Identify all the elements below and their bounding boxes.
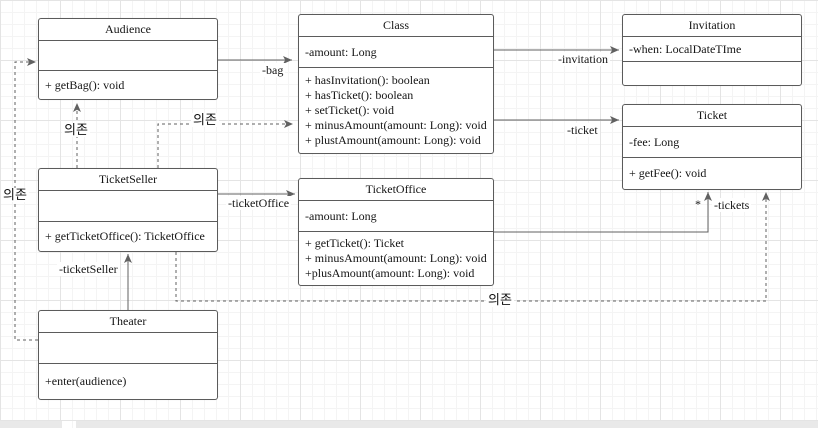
edge-label-tickets[interactable]: -tickets [712,198,752,212]
edge-label-dependency-theater-audience[interactable]: 의존 [1,187,29,202]
method: + getFee(): void [629,166,707,180]
edge-label-dependency-seller-ticket[interactable]: 의존 [486,292,514,307]
class-methods: + getTicket(): Ticket + minusAmount(amou… [299,232,493,285]
class-box-invitation[interactable]: Invitation -when: LocalDateTIme [622,14,802,86]
edge-ticketoffice-ticket[interactable] [494,192,712,233]
attribute: -amount: Long [305,208,377,223]
edge-label-dependency-seller-audience[interactable]: 의존 [62,122,90,137]
edge-dep-ticketseller-ticket[interactable] [175,192,770,302]
class-methods: + hasInvitation(): boolean + hasTicket()… [299,68,493,153]
class-attributes: -amount: Long [299,37,493,68]
class-box-ticketoffice[interactable]: TicketOffice -amount: Long + getTicket()… [298,178,494,286]
class-box-audience[interactable]: Audience + getBag(): void [38,18,218,100]
class-title: TicketOffice [299,179,493,201]
class-methods: + getBag(): void [39,71,217,99]
class-title: Audience [39,19,217,41]
horizontal-scrollbar[interactable] [76,421,818,428]
class-attributes [39,41,217,71]
class-box-class[interactable]: Class -amount: Long + hasInvitation(): b… [298,14,494,154]
class-box-theater[interactable]: Theater +enter(audience) [38,310,218,400]
method: + hasTicket(): boolean [305,88,414,102]
attribute: -amount: Long [305,44,377,59]
edge-label-tickets-multiplicity[interactable]: * [695,197,701,211]
class-title: TicketSeller [39,169,217,191]
edge-label-ticketoffice[interactable]: -ticketOffice [226,196,292,210]
method: + getTicketOffice(): TicketOffice [45,229,205,243]
class-methods: + getTicketOffice(): TicketOffice [39,222,217,251]
class-title: Theater [39,311,217,333]
class-attributes [39,191,217,222]
method: + hasInvitation(): boolean [305,73,430,87]
edge-label-ticketseller[interactable]: -ticketSeller [57,262,120,276]
horizontal-scrollbar[interactable] [0,421,62,428]
class-methods: + getFee(): void [623,158,801,189]
edge-dep-ticketseller-class[interactable] [157,120,293,168]
class-attributes [39,333,217,364]
method: +enter(audience) [45,374,127,388]
class-title: Ticket [623,105,801,127]
class-box-ticketseller[interactable]: TicketSeller + getTicketOffice(): Ticket… [38,168,218,252]
attribute: -when: LocalDateTIme [629,41,742,56]
class-box-ticket[interactable]: Ticket -fee: Long + getFee(): void [622,104,802,190]
method: + setTicket(): void [305,103,394,117]
class-attributes: -amount: Long [299,201,493,232]
edge-label-ticket[interactable]: -ticket [565,123,600,137]
edge-label-dependency-seller-class[interactable]: 의존 [191,112,219,127]
method: + minusAmount(amount: Long): void [305,251,487,265]
class-attributes: -when: LocalDateTIme [623,37,801,62]
method: + plustAmount(amount: Long): void [305,133,481,147]
class-methods: +enter(audience) [39,364,217,399]
method: + getBag(): void [45,77,125,92]
class-title: Class [299,15,493,37]
class-methods [623,62,801,85]
method: + minusAmount(amount: Long): void [305,118,487,132]
edge-label-bag[interactable]: -bag [260,63,286,77]
edge-label-invitation[interactable]: -invitation [556,52,610,66]
class-attributes: -fee: Long [623,127,801,158]
attribute: -fee: Long [629,134,680,149]
method: +plusAmount(amount: Long): void [305,266,475,280]
class-title: Invitation [623,15,801,37]
method: + getTicket(): Ticket [305,236,404,250]
